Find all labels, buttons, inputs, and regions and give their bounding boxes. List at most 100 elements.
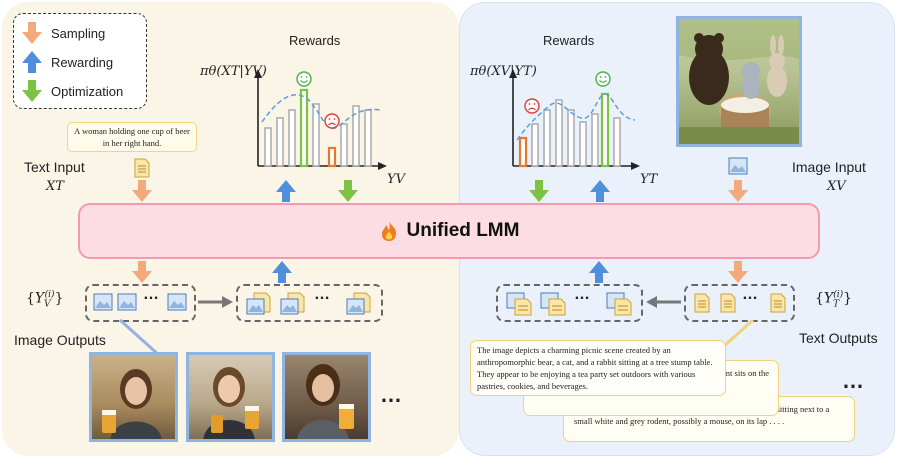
rewarding-arrow-icon (272, 261, 292, 283)
reward-bar (352, 105, 360, 167)
sad-face-icon (324, 113, 340, 129)
x-axis-label: YT (640, 172, 658, 187)
document-icon (770, 293, 786, 313)
scored-text-icon (540, 292, 566, 316)
legend-optimization: Optimization (22, 80, 123, 102)
optimization-arrow-icon (529, 180, 549, 202)
more-photos-ellipsis: … (380, 382, 404, 407)
generated-photo (186, 352, 275, 442)
reward-bar (567, 109, 575, 167)
x-axis-arrowhead (378, 162, 387, 170)
rewarding-arrow-icon (590, 180, 610, 202)
generated-photo (282, 352, 371, 442)
ellipsis: … (143, 286, 161, 303)
image-icon (167, 293, 187, 311)
sampling-arrow-icon (728, 180, 748, 202)
image-icon (117, 293, 137, 311)
woman-with-beer-image (102, 369, 162, 439)
text-outputs-set: {YT(i)} (815, 290, 853, 310)
sampling-arrow-icon (132, 180, 152, 202)
reward-bar (276, 117, 284, 167)
sad-face-icon (524, 98, 540, 114)
image-icon (93, 293, 113, 311)
woman-with-beer-image (297, 364, 354, 439)
document-icon (694, 293, 710, 313)
optimization-arrow-icon (338, 180, 358, 202)
rewarding-arrow-icon (276, 180, 296, 202)
scored-text-icon (606, 292, 632, 316)
y-axis-arrowhead (509, 69, 517, 78)
x-axis-label: YV (387, 172, 405, 187)
reward-chart-right (509, 69, 640, 170)
reward-curve (261, 93, 381, 129)
best-reward-bar (299, 88, 309, 168)
policy-formula: πθ(XT|YV) (200, 64, 267, 79)
reward-curve (516, 93, 636, 141)
legend-label: Optimization (51, 83, 124, 99)
scored-image-set-box: … (236, 284, 383, 322)
reward-bar (288, 109, 296, 167)
more-texts-ellipsis: … (842, 368, 866, 393)
image-outputs-label: Image Outputs (14, 332, 106, 348)
flow-arrow-left-icon (646, 296, 681, 308)
rewarding-arrow-icon (22, 51, 42, 73)
reward-bar (364, 109, 372, 167)
worst-reward-bar (518, 136, 528, 168)
ellipsis: … (742, 286, 760, 303)
scored-text-set-box: … (496, 284, 643, 322)
picnic-animals-image (679, 19, 799, 144)
sampling-arrow-icon (22, 22, 42, 44)
best-reward-bar (600, 92, 610, 168)
text-outputs-set-box: … (684, 284, 795, 322)
generated-photo (89, 352, 178, 442)
text-outputs-label: Text Outputs (799, 330, 878, 346)
document-icon (134, 158, 150, 178)
legend: Sampling Rewarding Optimization (13, 13, 147, 109)
image-outputs-set: {YV(i)} (26, 290, 64, 310)
unified-lmm-block: Unified LMM (78, 203, 820, 259)
scored-image-icon (246, 292, 271, 315)
reward-bar (543, 109, 551, 167)
lmm-label: Unified LMM (406, 220, 520, 241)
legend-sampling: Sampling (22, 22, 105, 44)
happy-face-icon (595, 71, 611, 87)
reward-bar (312, 103, 320, 167)
scored-image-icon (346, 292, 371, 315)
input-image (676, 16, 802, 147)
rewards-title: Rewards (289, 33, 341, 48)
rewards-title: Rewards (543, 33, 595, 48)
text-prompt-card: A woman holding one cup of beer in her r… (67, 122, 197, 152)
unified-lmm-title: Unified LMM (80, 205, 818, 257)
text-output-card: The image depicts a charming picnic scen… (470, 340, 726, 396)
ellipsis: … (314, 286, 332, 303)
image-icon (728, 157, 748, 175)
legend-rewarding: Rewarding (22, 51, 113, 73)
document-icon (720, 293, 736, 313)
rewarding-arrow-icon (589, 261, 609, 283)
reward-bar (264, 127, 272, 167)
happy-face-icon (296, 71, 312, 87)
reward-bar (579, 121, 587, 167)
flow-arrow-icon (198, 296, 233, 308)
reward-bar (531, 123, 539, 167)
reward-bar (340, 123, 348, 167)
policy-formula: πθ(XV|YT) (470, 64, 537, 79)
scored-image-icon (280, 292, 305, 315)
sampling-arrow-icon (132, 261, 152, 283)
worst-reward-bar (327, 146, 337, 168)
ellipsis: … (574, 286, 592, 303)
optimization-arrow-icon (22, 80, 42, 102)
image-input-var: XV (827, 179, 846, 194)
scored-text-icon (506, 292, 532, 316)
fire-icon (381, 221, 396, 241)
x-axis-arrowhead (631, 162, 640, 170)
image-outputs-set-box: … (85, 284, 196, 322)
legend-label: Rewarding (51, 54, 114, 70)
reward-bar (613, 117, 621, 167)
reward-bar (555, 99, 563, 167)
y-axis-arrowhead (254, 69, 262, 78)
connector-line (118, 318, 162, 358)
reward-bar (591, 113, 599, 167)
text-input-var: XT (46, 179, 64, 194)
image-input-label: Image Input (792, 159, 866, 175)
